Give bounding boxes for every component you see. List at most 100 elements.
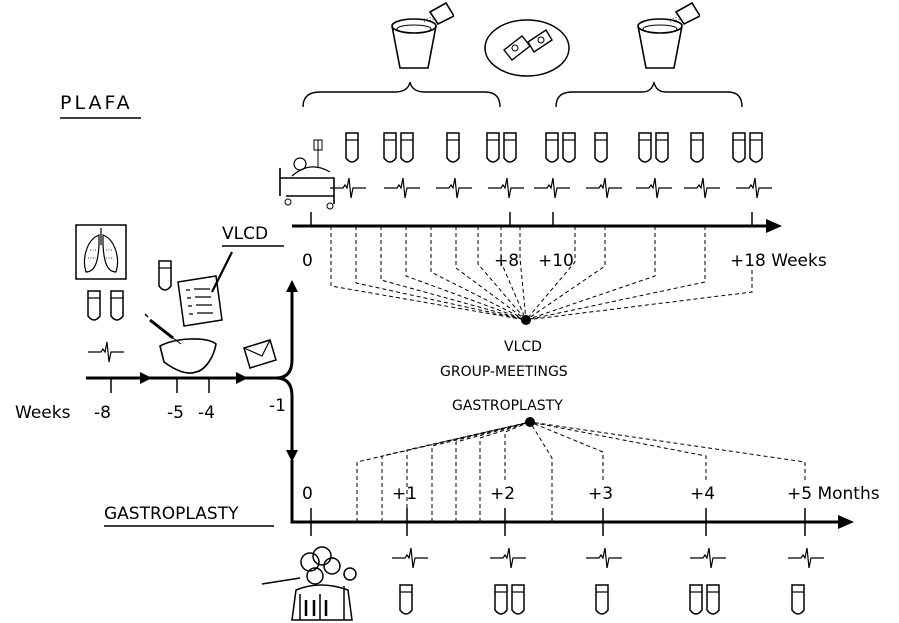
vlcd-arrowhead bbox=[766, 219, 782, 233]
vlcd-meeting-line bbox=[456, 226, 526, 320]
vlcd-meeting-line bbox=[381, 226, 526, 320]
ecg-icon bbox=[436, 178, 472, 198]
gastro-sampling-icons bbox=[392, 548, 824, 614]
blood-tube-icon bbox=[111, 291, 123, 320]
prephase-unit-label: Weeks bbox=[15, 403, 71, 423]
prephase-arrow-1 bbox=[140, 372, 152, 384]
prephase-tick-label: -1 bbox=[269, 396, 286, 416]
hub-label: GROUP-MEETINGS bbox=[440, 364, 568, 380]
blood-tube-icon bbox=[346, 133, 358, 162]
blood-tube-icon bbox=[639, 133, 651, 162]
vlcd-branch: VLCD 0 +8 +10 +18 Weeks bbox=[222, 212, 827, 271]
ecg-icon bbox=[384, 178, 420, 198]
gastroplasty-tick-label: +1 bbox=[392, 484, 417, 504]
vlcd-meeting-line bbox=[406, 226, 526, 320]
vlcd-meeting-lines bbox=[331, 226, 752, 320]
blood-tube-icon bbox=[487, 133, 499, 162]
ecg-icon bbox=[586, 178, 622, 198]
blood-tube-icon bbox=[384, 133, 396, 162]
formula-period-brace bbox=[303, 82, 500, 107]
syringe-icon bbox=[145, 314, 181, 344]
blood-tube-icon bbox=[400, 585, 412, 614]
hospital-bed-icon bbox=[280, 140, 334, 209]
ecg-icon bbox=[392, 548, 428, 568]
prephase-tick-label: -4 bbox=[198, 403, 215, 423]
gastroplasty-branch-label: GASTROPLASTY bbox=[104, 504, 239, 524]
vlcd-branch-label: VLCD bbox=[222, 224, 268, 244]
vlcd-tick-label: +8 bbox=[494, 251, 519, 271]
hub-label: GASTROPLASTY bbox=[452, 398, 563, 414]
blood-tube-icon bbox=[159, 261, 171, 290]
vlcd-meeting-line bbox=[526, 226, 705, 320]
blood-tube-icon bbox=[707, 585, 719, 614]
pills-plate-icon bbox=[485, 20, 569, 76]
blood-tube-icon bbox=[656, 133, 668, 162]
vlcd-meeting-line bbox=[526, 226, 655, 320]
diagram-title: PLAFA bbox=[60, 92, 133, 114]
prephase-timeline: Weeks -8 -5 -4 -1 bbox=[15, 280, 298, 462]
blood-tube-icon bbox=[691, 133, 703, 162]
ecg-icon bbox=[534, 178, 570, 198]
blood-tube-icon bbox=[88, 291, 100, 320]
vlcd-meeting-hub-dot bbox=[521, 315, 531, 325]
gastro-meeting-line bbox=[432, 422, 530, 522]
ecg-icon bbox=[490, 548, 526, 568]
blood-tube-icon bbox=[504, 133, 516, 162]
formula-period-brace bbox=[556, 82, 742, 107]
envelope-icon bbox=[244, 340, 276, 368]
gastroplasty-tick-label: +3 bbox=[588, 484, 613, 504]
prephase-arrow-2 bbox=[236, 372, 248, 384]
questionnaire-icon bbox=[178, 252, 232, 326]
ecg-icon bbox=[736, 178, 772, 198]
gastroplasty-meeting-lines bbox=[357, 422, 805, 522]
ecg-icon bbox=[586, 548, 622, 568]
prephase-to-gastro bbox=[276, 378, 292, 455]
vlcd-tick-label: +10 bbox=[538, 251, 574, 271]
blood-tube-icon bbox=[546, 133, 558, 162]
lungs-xray-icon bbox=[76, 225, 126, 279]
ecg-icon bbox=[690, 548, 726, 568]
blood-tube-icon bbox=[401, 133, 413, 162]
gastroplasty-tick-label: +2 bbox=[490, 484, 515, 504]
prephase-arrowhead-up bbox=[286, 280, 298, 292]
ecg-icon bbox=[88, 342, 124, 362]
gastroplasty-tick-label: +4 bbox=[690, 484, 715, 504]
ecg-icon bbox=[330, 178, 366, 198]
vlcd-tick-label: +18 Weeks bbox=[730, 251, 827, 271]
hub-label: VLCD bbox=[504, 339, 542, 355]
gastro-meeting-hub-dot bbox=[525, 417, 535, 427]
prephase-tick-label: -8 bbox=[94, 403, 111, 423]
vlcd-sampling-icons bbox=[330, 133, 772, 198]
blood-tube-icon bbox=[595, 133, 607, 162]
ecg-icon bbox=[788, 548, 824, 568]
liver-icon bbox=[160, 339, 216, 373]
ecg-icon bbox=[488, 178, 524, 198]
vlcd-meeting-line bbox=[520, 226, 526, 320]
gastro-meeting-line bbox=[530, 422, 552, 522]
vlcd-tick-label: 0 bbox=[302, 251, 313, 271]
blood-tube-icon bbox=[447, 133, 459, 162]
ecg-icon bbox=[636, 178, 672, 198]
gastro-meeting-line bbox=[530, 422, 805, 480]
vlcd-meeting-line bbox=[331, 226, 526, 320]
vlcd-meeting-line bbox=[478, 226, 526, 320]
blood-tube-icon bbox=[750, 133, 762, 162]
blood-tube-icon bbox=[690, 585, 702, 614]
blood-tube-icon bbox=[733, 133, 745, 162]
formula-drink-icon bbox=[638, 3, 700, 68]
gastro-meeting-line bbox=[505, 422, 530, 480]
gastroplasty-axis bbox=[292, 460, 842, 522]
blood-tube-icon bbox=[512, 585, 524, 614]
gastroplasty-arrowhead bbox=[838, 515, 854, 529]
formula-drink-icon bbox=[392, 3, 454, 68]
gastro-meeting-line bbox=[530, 422, 706, 480]
blood-tube-icon bbox=[495, 585, 507, 614]
prephase-tick-label: -5 bbox=[167, 403, 184, 423]
blood-tube-icon bbox=[792, 585, 804, 614]
gastroplasty-tick-label: 0 bbox=[302, 484, 313, 504]
ecg-icon bbox=[684, 178, 720, 198]
gastroplasty-tick-label: +5 Months bbox=[787, 484, 880, 504]
blood-tube-icon bbox=[563, 133, 575, 162]
blood-tube-icon bbox=[596, 585, 608, 614]
surgeons-icon bbox=[262, 547, 356, 620]
